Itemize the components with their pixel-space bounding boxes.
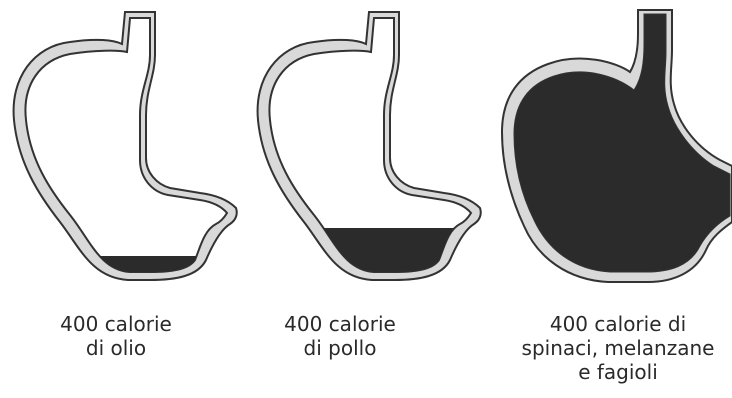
stomach-illustration-chicken xyxy=(244,0,488,300)
stomach-illustration-oil xyxy=(0,0,244,300)
panel-chicken: 400 calorie di pollo xyxy=(244,0,488,398)
caption-vegetables: 400 calorie di spinaci, melanzane e fagi… xyxy=(496,312,732,384)
caption-oil: 400 calorie di olio xyxy=(0,312,238,360)
panel-oil: 400 calorie di olio xyxy=(0,0,244,398)
panel-vegetables: 400 calorie di spinaci, melanzane e fagi… xyxy=(488,0,732,398)
caption-chicken: 400 calorie di pollo xyxy=(218,312,462,360)
stomach-illustration-vegetables xyxy=(488,0,732,300)
